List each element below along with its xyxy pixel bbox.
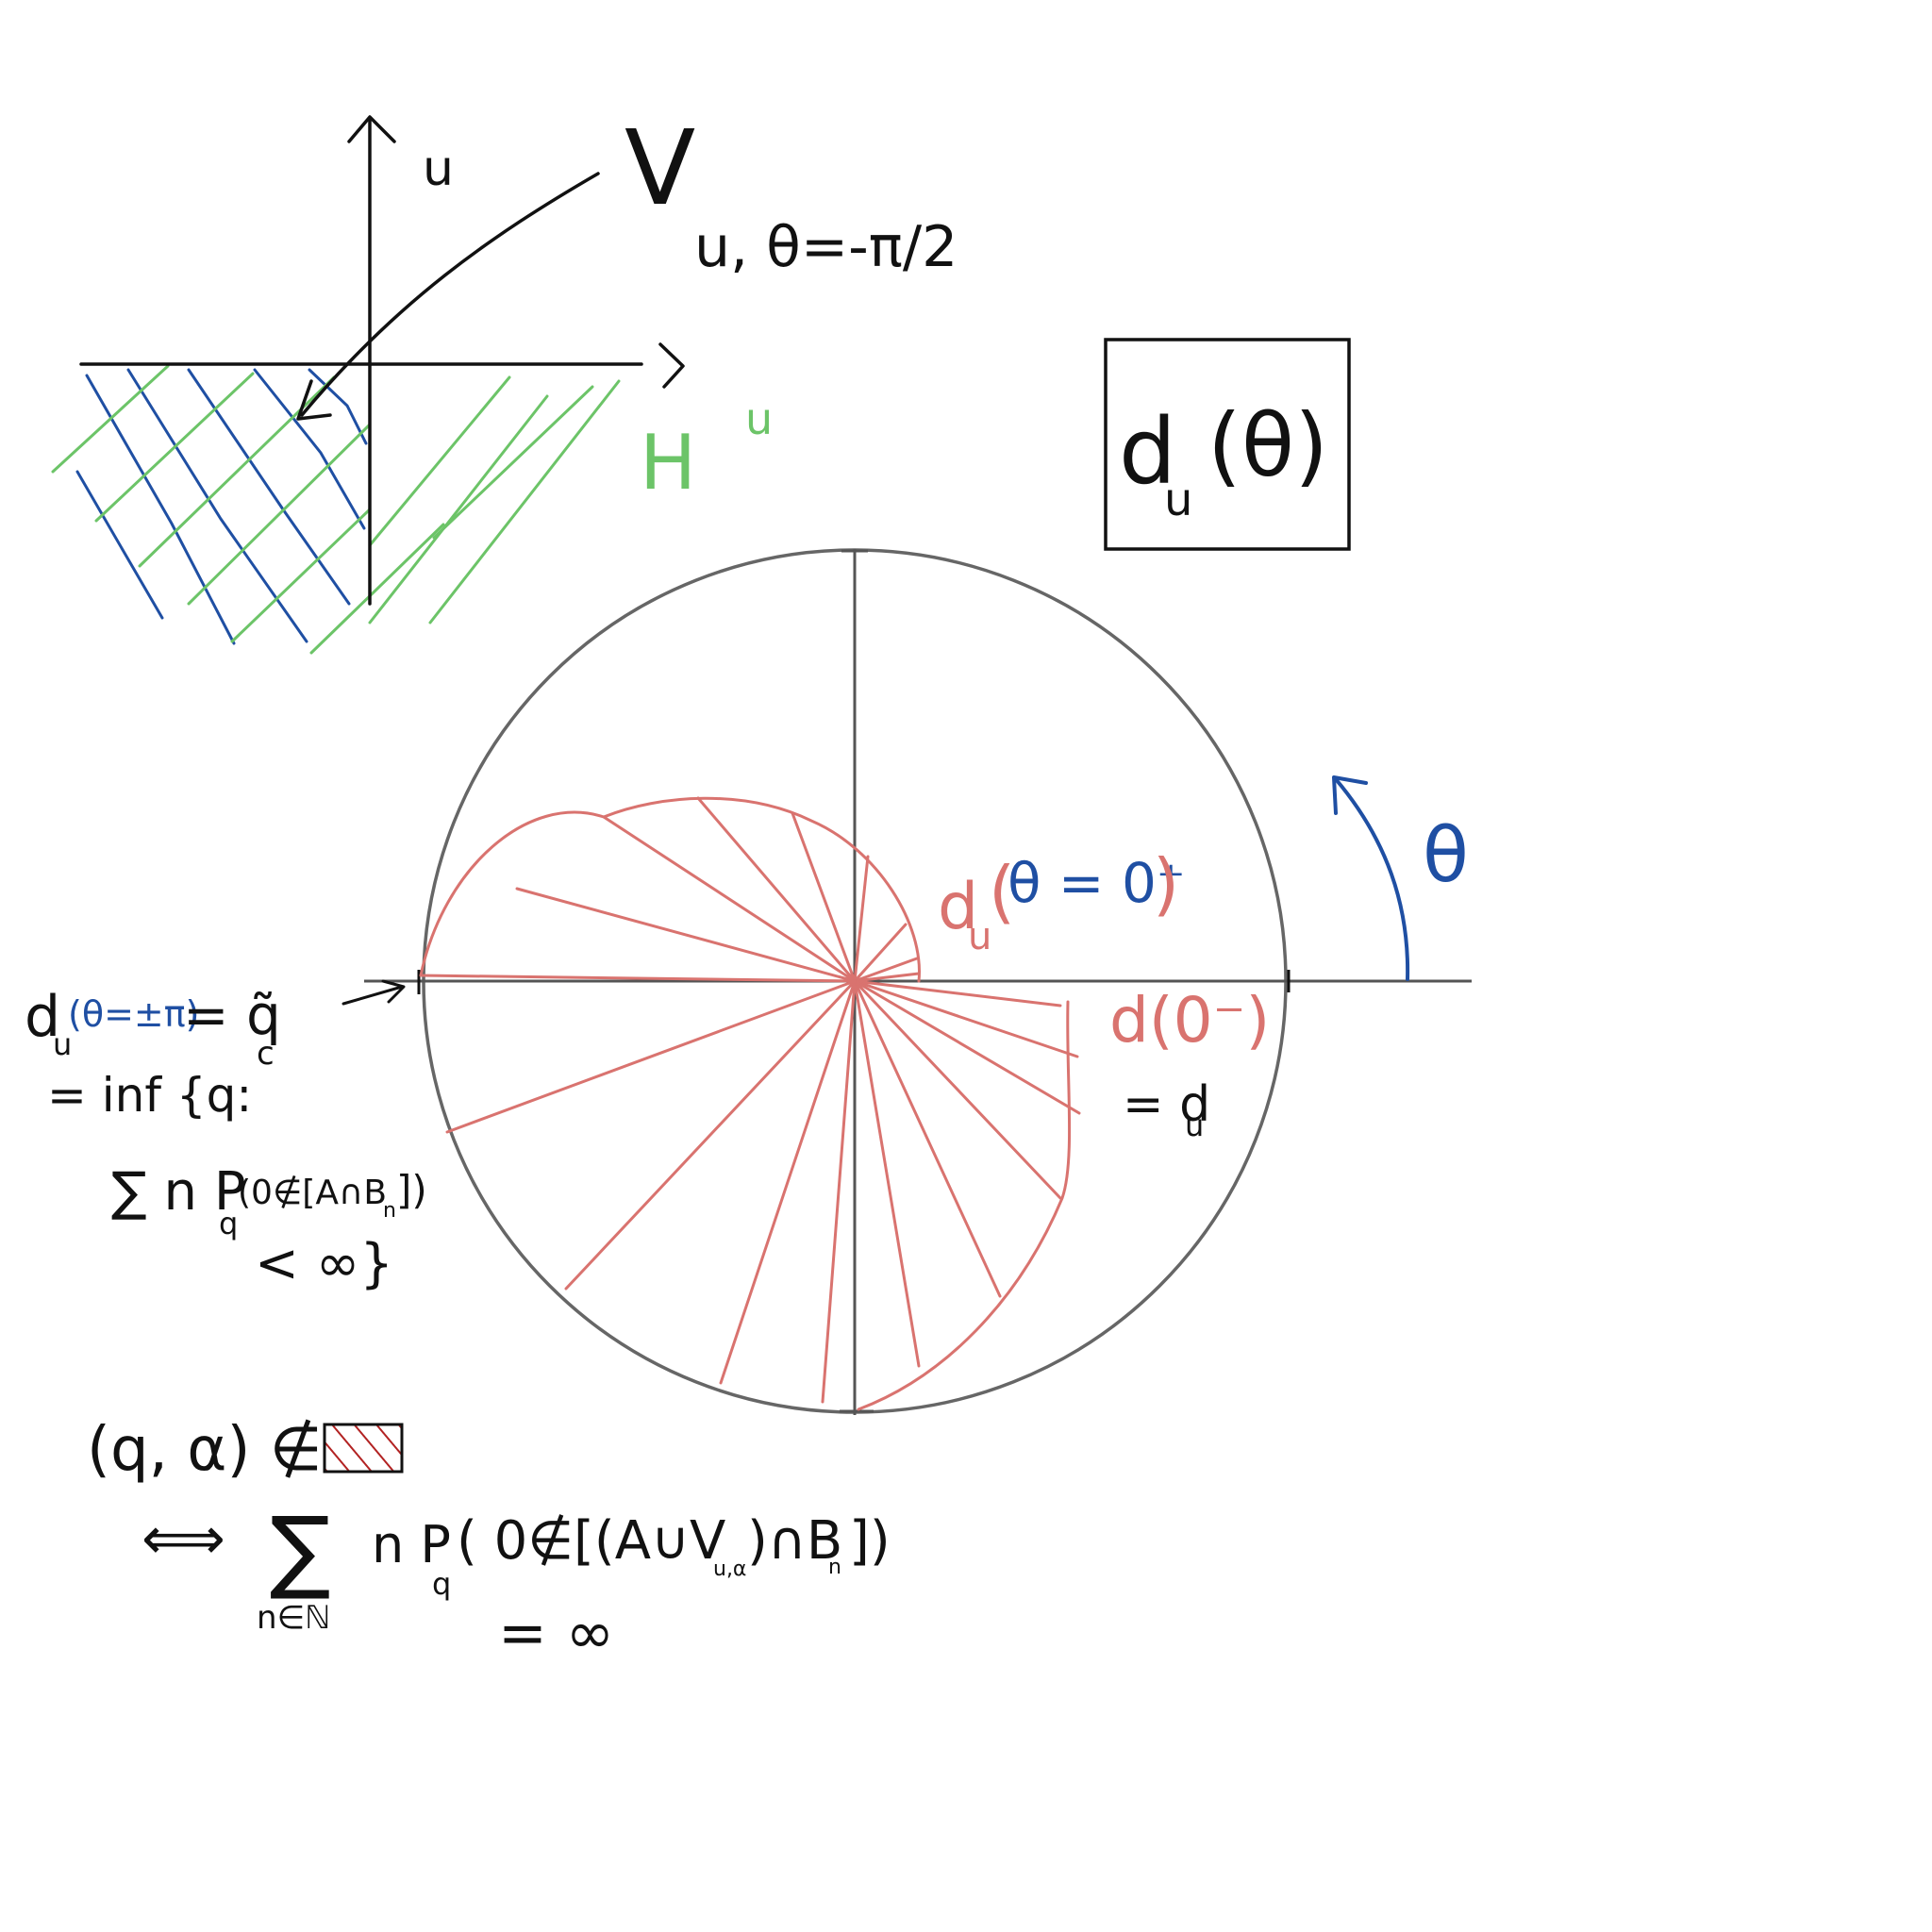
set-subscript: u, θ=-π/2 <box>694 214 958 280</box>
green-hatch <box>51 364 621 655</box>
lf-line3: ∑ n P <box>111 1161 246 1223</box>
bf-arg-sub: u,α <box>713 1557 746 1581</box>
left-formula: d u (θ=±π) = q̃ c = inf {q: ∑ n P q (0∉[… <box>25 979 427 1294</box>
bf-mid: n P <box>372 1515 451 1574</box>
lf-line3-arg-sub: n <box>383 1199 396 1223</box>
bf-line3: = ∞ <box>498 1598 614 1667</box>
title-arg: (θ) <box>1208 395 1328 496</box>
d-plus-paren-open: ( <box>989 852 1015 931</box>
lf-line1-prefix: d <box>25 984 60 1050</box>
lf-line3-sub: q <box>219 1206 238 1241</box>
region-superscript: u <box>745 393 773 444</box>
d-plus-prefix: d <box>938 870 978 944</box>
bf-arg: ( 0∉[(A∪V <box>457 1510 725 1572</box>
lf-line3-end: ]) <box>396 1167 427 1213</box>
u-axis-arrowhead <box>347 115 396 143</box>
d-plus-arg: θ = 0⁺ <box>1008 851 1185 915</box>
bf-close: ]) <box>849 1510 891 1572</box>
quadrant-sketch: u V u, θ=-π/2 H u <box>51 108 958 655</box>
lf-line3-arg: (0∉[A∩B <box>238 1174 387 1212</box>
lf-line1-sub: u <box>53 1026 72 1062</box>
bf-sum-sub: n∈ℕ <box>257 1599 330 1637</box>
d-plus-paren-close: ) <box>1153 844 1179 924</box>
hatched-region-box <box>323 1423 404 1474</box>
bf-mid-sub: q <box>432 1566 451 1602</box>
left-formula-arrow <box>341 979 406 1006</box>
title-box <box>1104 338 1351 551</box>
d-plus-sub: u <box>968 915 991 958</box>
boxed-title: d u (θ) <box>1104 338 1351 551</box>
d-theta-rays <box>419 796 1081 1404</box>
lf-line1-eq-sub: c <box>257 1035 275 1073</box>
bf-arrow: ⟺ <box>142 1504 225 1573</box>
d-minus-eq: = d <box>1123 1076 1210 1133</box>
bf-end-sub: n <box>828 1556 841 1579</box>
bf-end: )∩B <box>747 1510 842 1572</box>
horizontal-axis-arrowhead <box>658 342 685 389</box>
main-circle-diagram: θ d u ( θ = 0⁺ ) d(0⁻) = d u <box>364 548 1472 1415</box>
u-axis-label: u <box>423 141 454 197</box>
d-theta-curve <box>419 796 1072 1411</box>
d-minus-eq-sub: u <box>1185 1108 1204 1143</box>
title-sub: u <box>1164 474 1192 526</box>
lf-line4: < ∞} <box>255 1233 393 1294</box>
set-label: V <box>625 108 695 228</box>
lf-line1-arg: (θ=±π) <box>68 993 199 1035</box>
bottom-formula: (q, α) ∉ ⟺ ∑ n∈ℕ n P q ( 0∉[(A∪V u,α )∩B… <box>87 1415 891 1667</box>
region-label: H <box>640 419 696 507</box>
quadrant-axes <box>79 115 685 606</box>
theta-direction-arrow <box>1332 775 1410 981</box>
d-minus-label: d(0⁻) <box>1109 984 1270 1057</box>
bf-line1: (q, α) ∉ <box>87 1415 323 1485</box>
title-main: d <box>1119 399 1176 505</box>
v-arrow <box>296 172 600 421</box>
lf-line1-eq: = q̃ <box>183 983 281 1047</box>
bf-sum: ∑ <box>270 1497 331 1603</box>
theta-label: θ <box>1423 811 1469 899</box>
lf-line2: = inf {q: <box>47 1068 252 1123</box>
